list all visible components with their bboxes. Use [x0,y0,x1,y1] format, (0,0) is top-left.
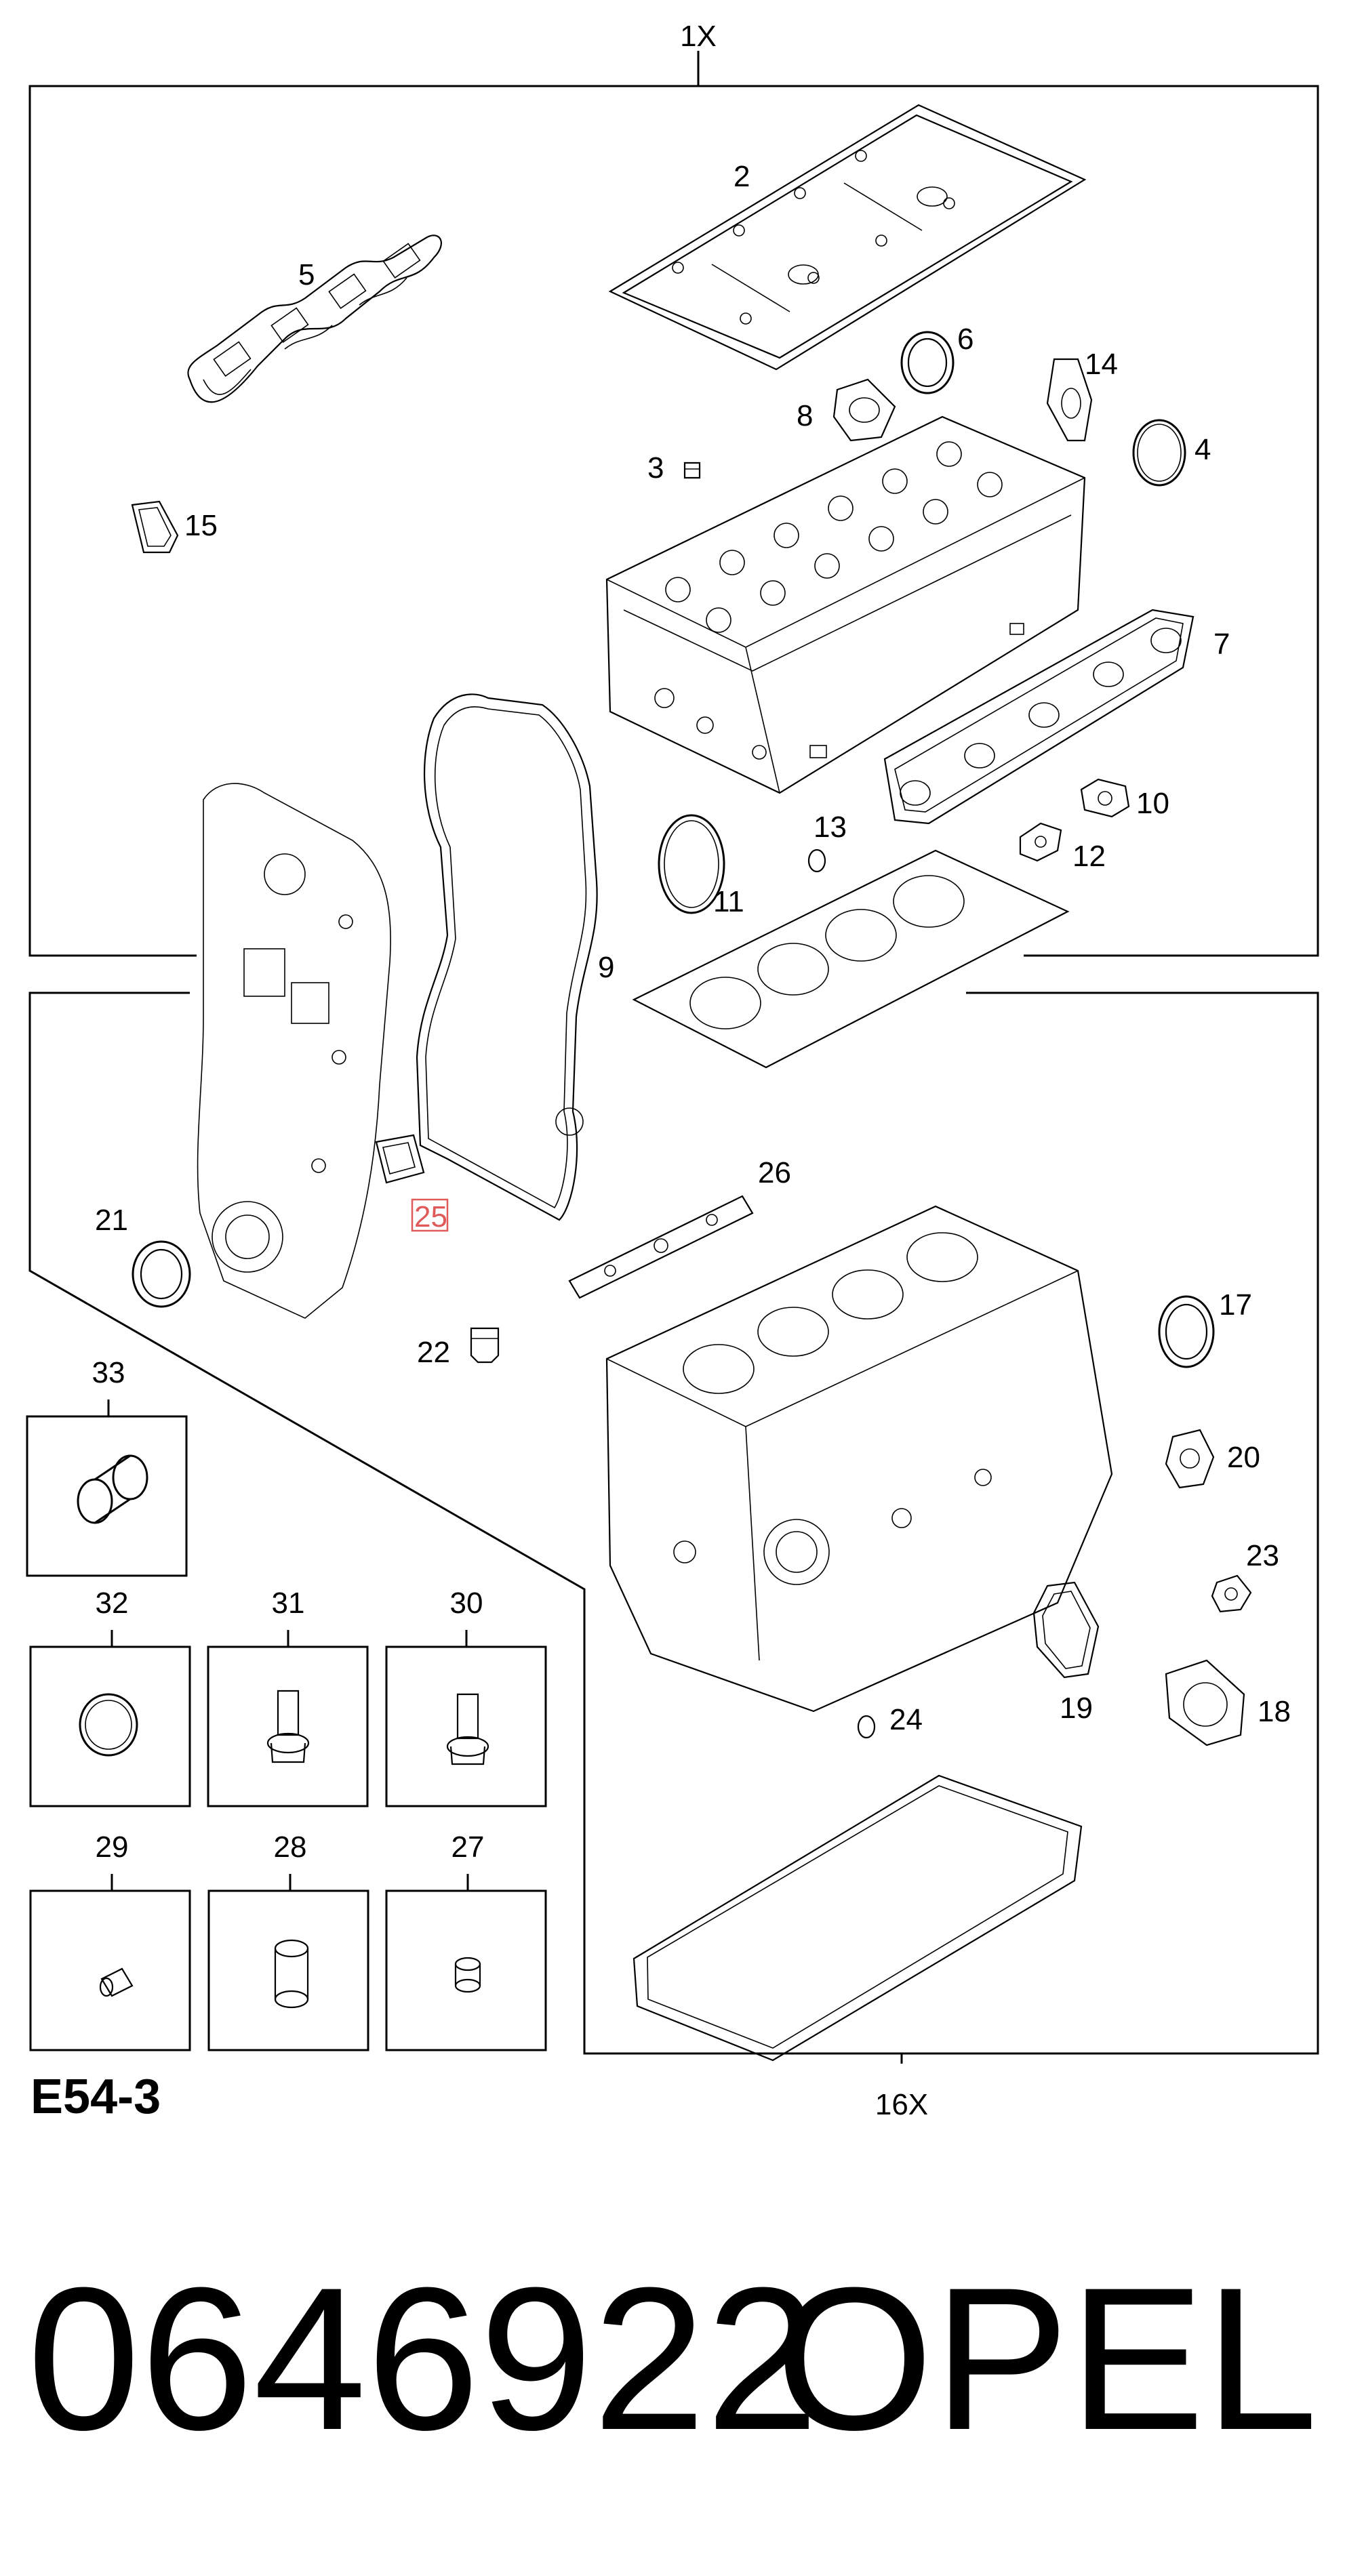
part-box-30 [385,1630,547,1807]
callout-2: 2 [734,160,750,193]
callout-31: 31 [272,1587,305,1620]
large-o-ring [658,814,725,914]
callout-7: 7 [1213,628,1230,661]
part-box-28 [207,1874,369,2051]
callout-3: 3 [647,451,664,485]
callout-33: 33 [92,1356,125,1389]
camshaft-journals [665,441,1003,633]
valve-cover-gasket [608,104,1087,371]
intake-manifold-gasket [187,234,442,403]
part-box-32 [29,1630,191,1807]
callout-21: 21 [95,1204,128,1237]
oil-cooler-gasket [1032,1581,1100,1679]
cylinder-head-gasket [632,849,1070,1069]
part-number: 0646922 [27,2245,819,2472]
callout-11: 11 [713,885,744,918]
part-box-29 [29,1874,191,2051]
callout-20: 20 [1227,1441,1260,1474]
pump-gasket [1165,1429,1215,1489]
callout-15: 15 [184,509,218,542]
seal-ring [900,331,955,394]
callout-25-highlight [411,1198,449,1232]
callout-13: 13 [814,811,847,844]
turbo-gasket [1019,822,1062,862]
callout-29: 29 [96,1831,129,1864]
crank-seal-rear [1158,1295,1215,1368]
callout-25: 25 [414,1200,447,1233]
timing-cover-gasket [416,693,598,1221]
callout-4: 4 [1195,433,1211,466]
part-box-27 [385,1874,547,2051]
rectangular-gasket [131,500,179,554]
callout-28: 28 [274,1831,307,1864]
small-o-ring [807,849,826,873]
callout-5: 5 [298,258,315,291]
o-ring [1132,419,1186,487]
upper-group-frame: 1X [28,20,1319,957]
lower-group-label: 16X [875,2088,928,2121]
callout-6: 6 [957,323,973,356]
small-plug [683,462,701,479]
callout-9: 9 [598,951,614,984]
callout-8: 8 [797,399,813,432]
callout-32: 32 [96,1587,129,1620]
upper-group-label: 1X [680,20,717,53]
callout-12: 12 [1072,840,1106,873]
strip-gasket [568,1195,754,1299]
callout-26: 26 [758,1156,791,1189]
callout-27: 27 [451,1831,485,1864]
callout-23: 23 [1246,1539,1279,1572]
callout-18: 18 [1258,1695,1291,1728]
tiny-o-ring [857,1715,876,1739]
oil-pan-gasket [633,1774,1083,2062]
crank-seal-front [132,1240,191,1308]
brand-name: OPEL [775,2245,1318,2472]
callout-19: 19 [1060,1692,1093,1725]
part-box-31 [207,1630,369,1807]
lower-group-frame: 16X [28,991,1319,2121]
egr-gasket [1080,778,1130,818]
small-square-gasket [375,1134,425,1184]
callout-14: 14 [1085,348,1118,381]
exhaust-manifold-gasket [883,609,1195,825]
flange-gasket [832,378,896,442]
callout-30: 30 [450,1587,483,1620]
sensor-flange-gasket [1211,1574,1252,1613]
part-box-33 [26,1399,188,1577]
diagram-code: E54-3 [31,2070,161,2124]
drain-plug [470,1327,500,1364]
engine-block [605,1205,1113,1713]
timing-cover [197,783,391,1319]
callout-22: 22 [417,1336,450,1369]
flange-plate-gasket [1165,1659,1245,1746]
callout-24: 24 [889,1703,923,1736]
cylinder-head [605,415,1086,794]
callout-17: 17 [1219,1288,1252,1322]
callout-10: 10 [1136,787,1169,820]
sensor-gasket [1046,358,1093,442]
